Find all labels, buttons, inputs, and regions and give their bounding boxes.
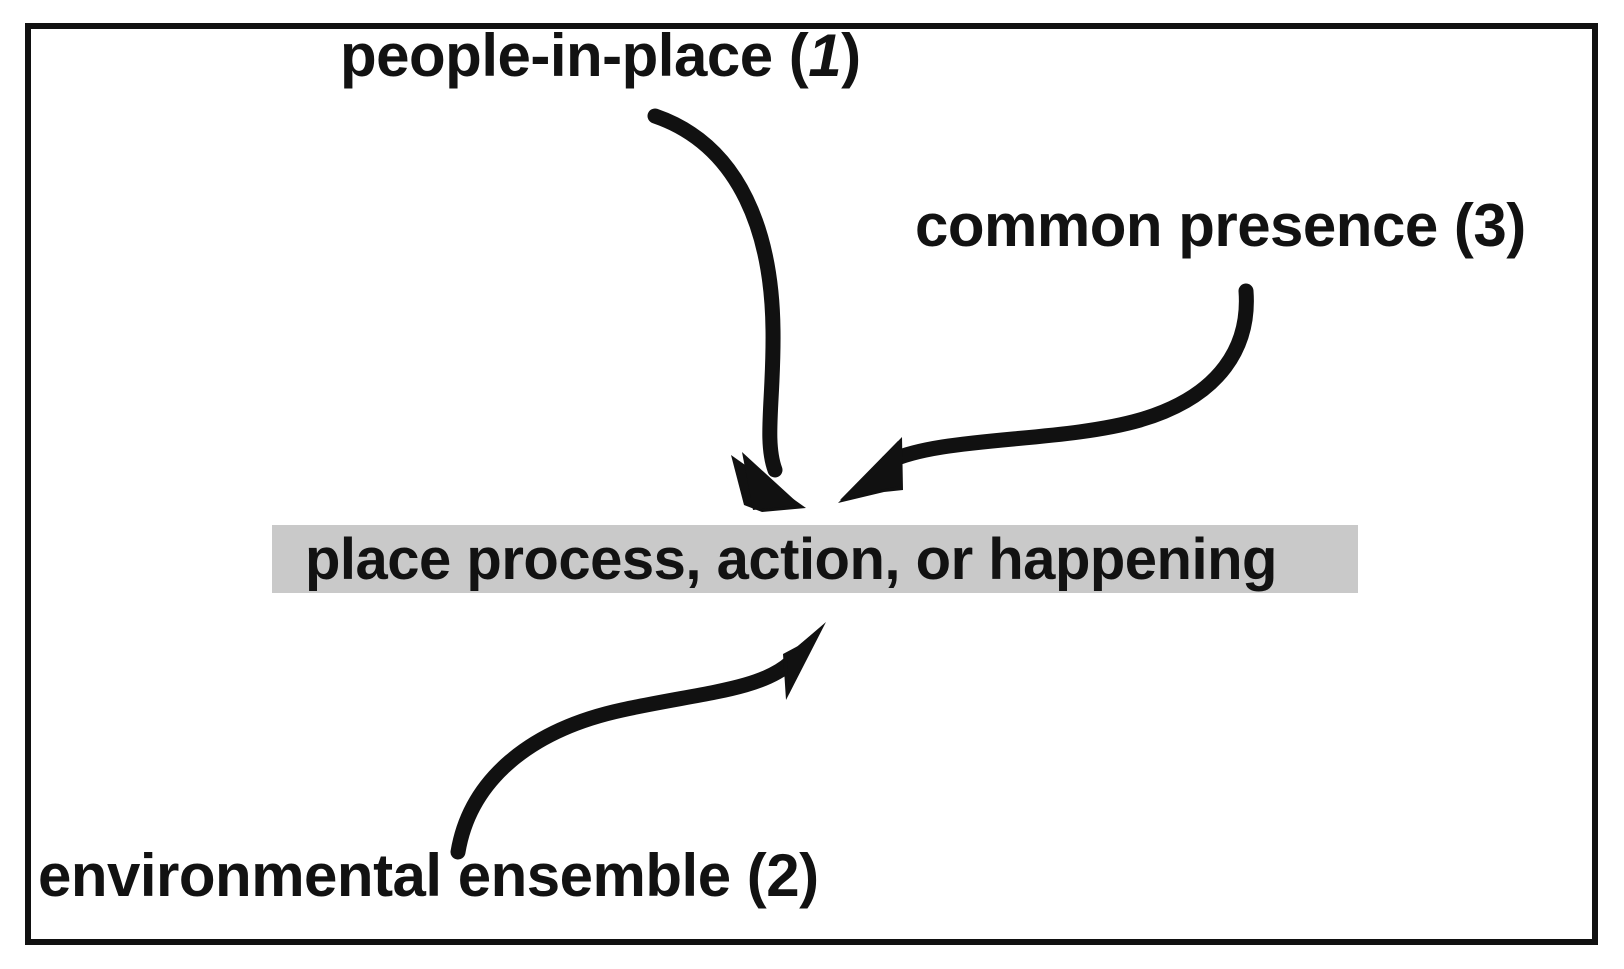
node-number-common-presence: 3 <box>1473 192 1507 259</box>
center-node-label: place process, action, or happening <box>305 526 1277 592</box>
node-number-people-in-place-paren: ) <box>841 22 861 89</box>
node-label-people-in-place-text: people-in-place ( <box>340 22 809 89</box>
node-label-common-presence: common presence (3) <box>915 196 1526 256</box>
node-label-people-in-place: people-in-place (1) <box>340 26 861 86</box>
node-label-environmental-ensemble: environmental ensemble (2) <box>38 846 819 906</box>
diagram-frame <box>25 23 1598 945</box>
node-number-people-in-place: 1 <box>808 22 842 89</box>
node-label-common-presence-text: common presence ( <box>915 192 1474 259</box>
node-label-environmental-ensemble-text: environmental ensemble ( <box>38 842 767 909</box>
node-number-environmental-ensemble-paren: ) <box>799 842 819 909</box>
center-highlight-band <box>272 525 1358 593</box>
node-number-common-presence-paren: ) <box>1506 192 1526 259</box>
node-number-environmental-ensemble: 2 <box>766 842 800 909</box>
